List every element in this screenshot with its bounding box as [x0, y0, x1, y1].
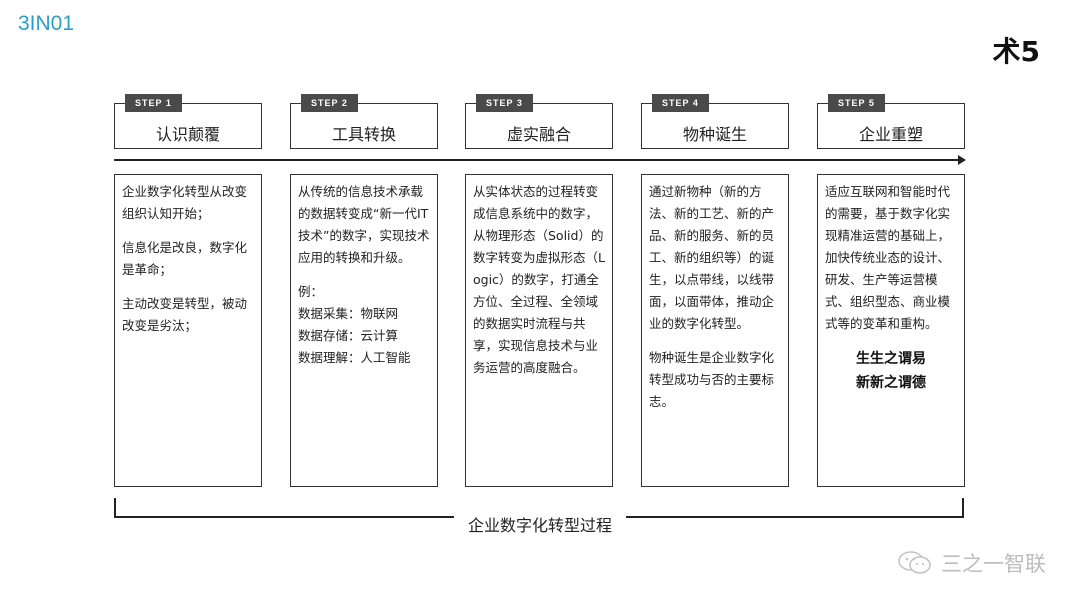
step-5-motto-line: 生生之谓易	[856, 351, 926, 367]
step-1-paragraph: 企业数字化转型从改变组织认知开始；	[122, 184, 248, 221]
step-2-card: 从传统的信息技术承载的数据转变成“新一代IT技术”的数字，实现技术应用的转换和升…	[290, 174, 438, 487]
step-1-card: 企业数字化转型从改变组织认知开始； 信息化是改良，数字化是革命； 主动改变是转型…	[114, 174, 262, 487]
step-3-tag: STEP 3	[476, 94, 533, 112]
step-1-paragraph: 主动改变是转型，被动改变是劣汰；	[122, 296, 248, 333]
step-1-header: STEP 1 认识颠覆	[114, 94, 262, 149]
step-4-header: STEP 4 物种诞生	[641, 94, 789, 149]
step-4-paragraph: 物种诞生是企业数字化转型成功与否的主要标志。	[649, 350, 775, 409]
process-label-wrap: 企业数字化转型过程	[0, 512, 1080, 536]
watermark: 三之一智联	[897, 548, 1046, 578]
step-4-tag: STEP 4	[652, 94, 709, 112]
step-1-paragraph: 信息化是改良，数字化是革命；	[122, 240, 248, 277]
process-label: 企业数字化转型过程	[453, 516, 626, 535]
step-5-header: STEP 5 企业重塑	[817, 94, 965, 149]
step-5-title: 企业重塑	[858, 125, 923, 144]
logo: 3IN01	[18, 12, 75, 35]
timeline-arrow-line	[114, 159, 960, 161]
step-1-title: 认识颠覆	[155, 125, 220, 144]
step-3-card: 从实体状态的过程转变成信息系统中的数字，从物理形态（Solid）的数字转变为虚拟…	[465, 174, 613, 487]
step-5-card: 适应互联网和智能时代的需要，基于数字化实现精准运营的基础上，加快传统业态的设计、…	[817, 174, 965, 487]
step-4-paragraph: 通过新物种（新的方法、新的工艺、新的产品、新的服务、新的员工、新的组织等）的诞生…	[649, 184, 775, 331]
step-2-example-label: 例：	[298, 284, 324, 299]
wechat-icon	[898, 551, 931, 574]
corner-title: 术5	[992, 35, 1040, 68]
watermark-text: 三之一智联	[941, 552, 1046, 576]
step-3-header: STEP 3 虚实融合	[465, 94, 613, 149]
step-5-motto-line: 新新之谓德	[856, 375, 926, 391]
step-2-example: 数据理解：人工智能	[298, 350, 411, 365]
step-5-tag: STEP 5	[828, 94, 885, 112]
step-2-paragraph: 从传统的信息技术承载的数据转变成“新一代IT技术”的数字，实现技术应用的转换和升…	[298, 184, 430, 265]
step-4-card: 通过新物种（新的方法、新的工艺、新的产品、新的服务、新的员工、新的组织等）的诞生…	[641, 174, 789, 487]
step-2-example: 数据采集：物联网	[298, 306, 399, 321]
step-5-paragraph: 适应互联网和智能时代的需要，基于数字化实现精准运营的基础上，加快传统业态的设计、…	[825, 184, 951, 331]
step-3-paragraph: 从实体状态的过程转变成信息系统中的数字，从物理形态（Solid）的数字转变为虚拟…	[473, 184, 605, 375]
timeline-arrow-head	[958, 155, 966, 165]
step-3-title: 虚实融合	[506, 125, 571, 144]
step-2-title: 工具转换	[331, 125, 396, 144]
step-4-title: 物种诞生	[682, 125, 747, 144]
step-2-header: STEP 2 工具转换	[290, 94, 438, 149]
step-1-tag: STEP 1	[125, 94, 182, 112]
step-2-example: 数据存储：云计算	[298, 328, 399, 343]
step-2-tag: STEP 2	[301, 94, 358, 112]
